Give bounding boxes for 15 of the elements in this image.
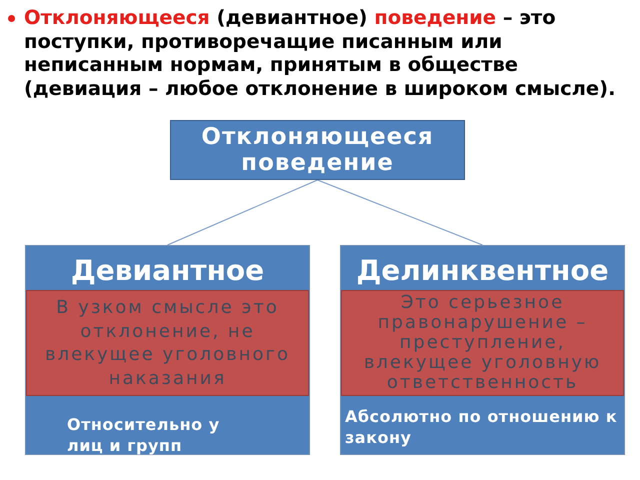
definition-box	[26, 290, 309, 396]
definition-box	[341, 290, 624, 396]
category-panel	[340, 245, 625, 455]
panel-note: Относительно у лиц и групп	[67, 414, 221, 456]
definition-text: Это серьезное правонарушение – преступление, влекущее уголовную ответственность	[362, 293, 602, 393]
connector-line	[167, 180, 318, 246]
panel-heading: Девиантное	[70, 255, 264, 287]
panel-heading: Делинквентное	[356, 255, 609, 287]
connector-line	[317, 180, 483, 246]
category-panel	[25, 245, 310, 455]
definition-text: В узком смысле это отклонение, не влекущее уголовного наказания	[44, 296, 292, 390]
concept-box	[170, 120, 465, 180]
definition-paragraph: Отклоняющееся (девиантное) поведение – это поступки, противоречащие писанным или неписанным нормам, принятым в обществе (девиация – любое отклонение в широком смысле).	[24, 6, 616, 100]
panel-note: Абсолютно по отношению к закону	[345, 406, 618, 448]
concept-title: Отклоняющееся поведение	[200, 124, 435, 176]
